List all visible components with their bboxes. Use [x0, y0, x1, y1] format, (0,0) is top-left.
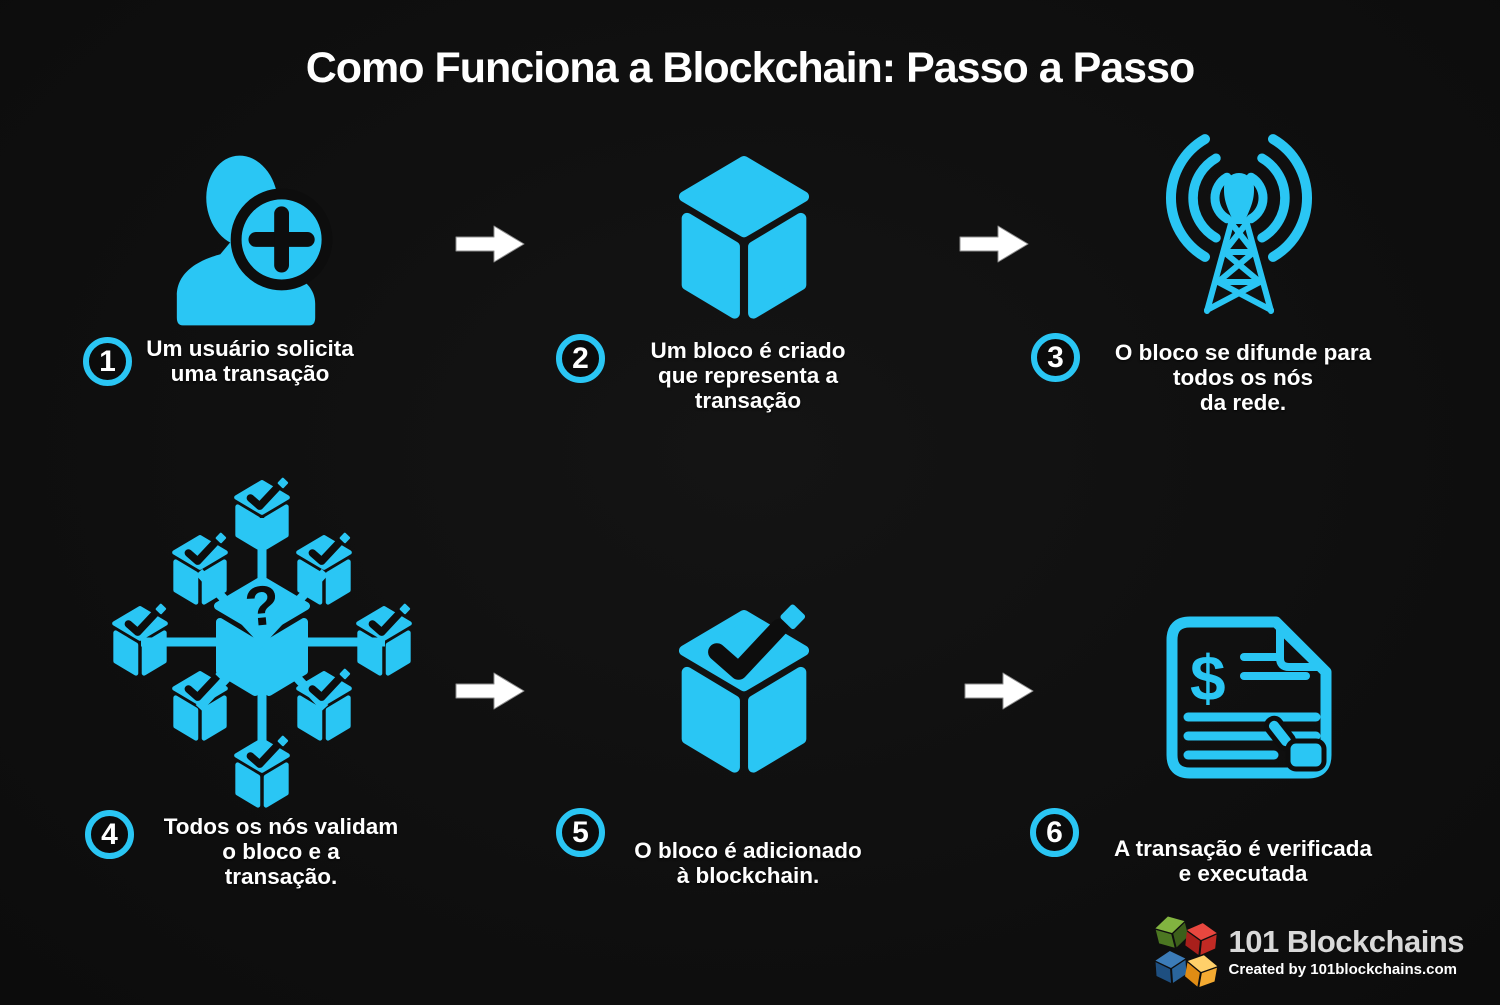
step-2-caption: Um bloco é criado que representa a trans… [650, 338, 846, 413]
step-6-number: 6 [1046, 815, 1063, 849]
transaction-receipt-icon: $ [1166, 616, 1332, 779]
step-5-number-badge: 5 [556, 808, 605, 857]
step-6-caption: A transação é verificada e executada [1113, 836, 1373, 886]
step-1-number: 1 [99, 344, 116, 378]
svg-text:?: ? [242, 573, 282, 639]
network-validation-icon: ? [95, 470, 429, 812]
step-2-number: 2 [572, 341, 589, 375]
brand-name: 101 Blockchains [1228, 924, 1465, 959]
cube-check-icon [676, 610, 812, 778]
step-4-number: 4 [101, 817, 118, 851]
step-1-number-badge: 1 [83, 337, 132, 386]
arrow-right-icon [455, 672, 525, 710]
step-5-number: 5 [572, 815, 589, 849]
svg-text:$: $ [1190, 642, 1226, 714]
step-3-caption: O bloco se difunde para todos os nós da … [1114, 340, 1372, 415]
step-6-number-badge: 6 [1030, 808, 1079, 857]
step-2-number-badge: 2 [556, 334, 605, 383]
arrow-right-icon [964, 672, 1034, 710]
step-3-number-badge: 3 [1031, 333, 1080, 382]
broadcast-tower-icon [1166, 134, 1312, 314]
page-title: Como Funciona a Blockchain: Passo a Pass… [305, 44, 1196, 92]
user-plus-icon [176, 155, 333, 326]
step-4-number-badge: 4 [85, 810, 134, 859]
arrow-right-icon [455, 225, 525, 263]
brand-credit: Created by 101blockchains.com [1228, 961, 1457, 978]
thumbs-up-icon [1263, 715, 1327, 772]
brand-footer: 101 Blockchains Created by 101blockchain… [1149, 915, 1465, 989]
step-5-caption: O bloco é adicionado à blockchain. [634, 838, 862, 888]
arrow-right-icon [959, 225, 1029, 263]
step-3-number: 3 [1047, 340, 1064, 374]
step-4-caption: Todos os nós validam o bloco e a transaç… [163, 814, 399, 889]
brand-cubes-icon [1154, 916, 1217, 987]
cube-block-icon [676, 156, 812, 324]
step-1-caption: Um usuário solicita uma transação [146, 336, 354, 386]
